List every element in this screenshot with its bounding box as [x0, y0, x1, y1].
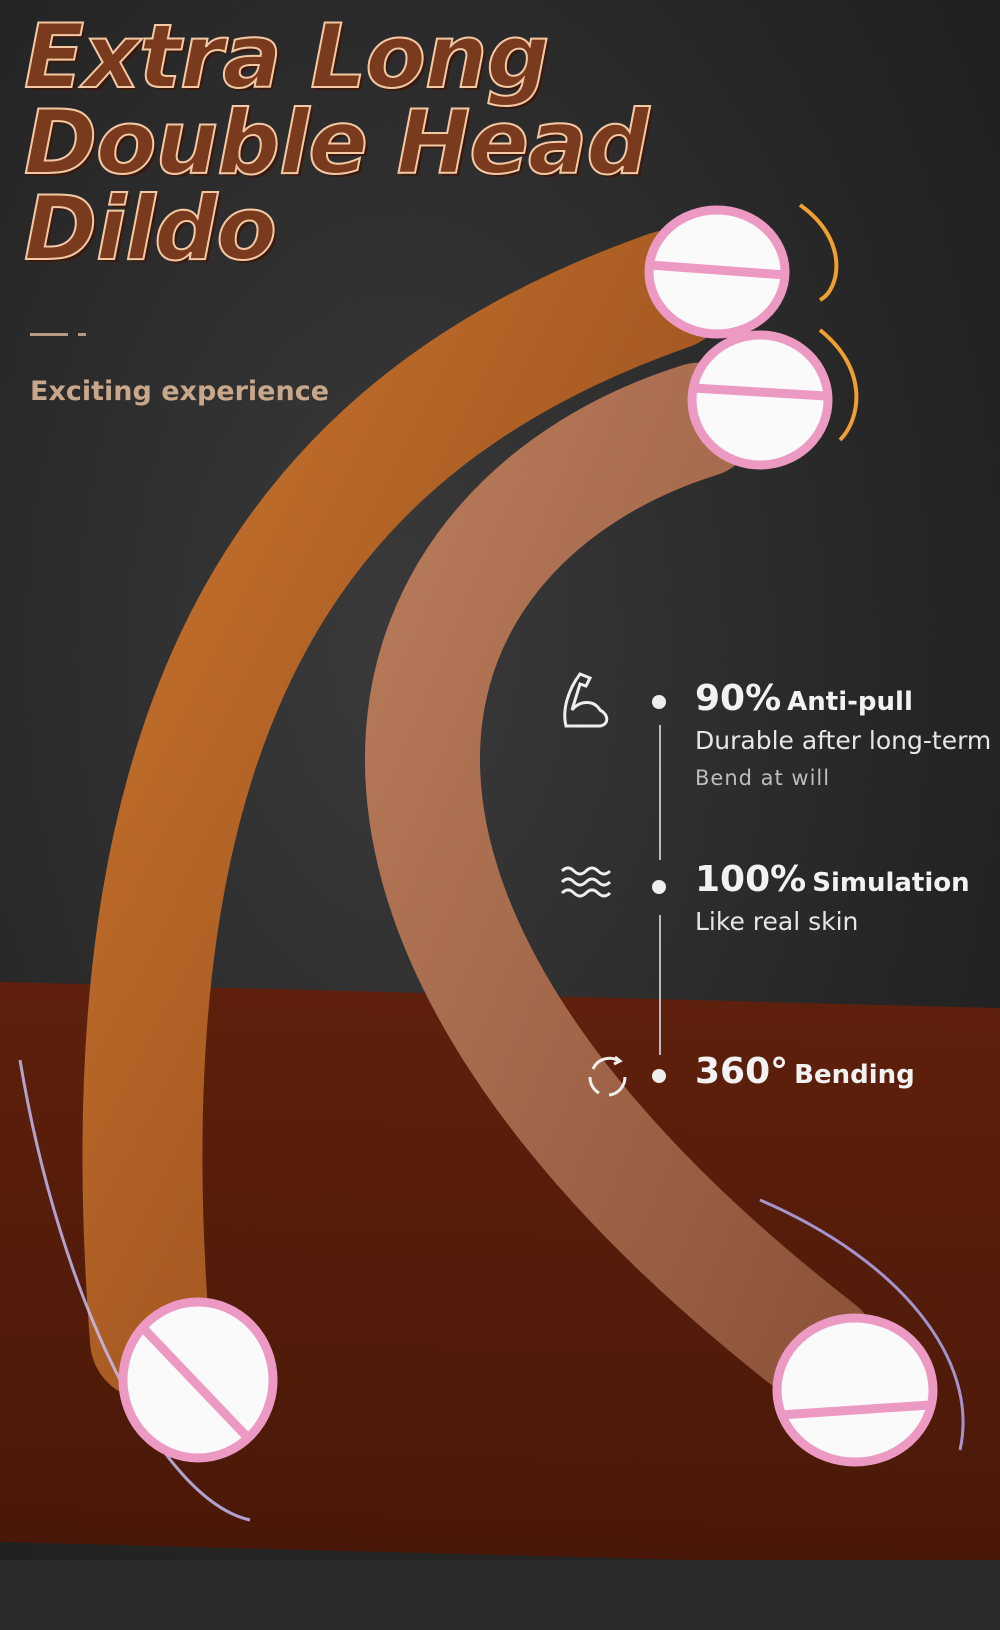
- divider-dot: [78, 333, 86, 336]
- feature-percent: 360°: [695, 1051, 789, 1092]
- flexed-arm-icon: [560, 670, 614, 728]
- product-body-left: [82, 230, 730, 1400]
- title-line-2: Double Head: [23, 91, 650, 194]
- timeline-line: [659, 915, 661, 1055]
- tagline: Exciting experience: [30, 376, 330, 407]
- rotate-arrows-icon: [585, 1053, 639, 1107]
- feature-label: Bending: [794, 1060, 915, 1090]
- bullet-dot: [652, 1069, 666, 1083]
- product-body-right: [365, 362, 878, 1408]
- feature-label: Simulation: [812, 868, 970, 898]
- title-line-3: Dildo: [23, 177, 278, 280]
- light-streak: [18, 1059, 251, 1522]
- censor-ovals: [118, 205, 938, 1467]
- page-title: Extra Long Double Head Dildo: [23, 5, 650, 280]
- light-streak: [798, 203, 839, 302]
- feature-percent: 100%: [695, 859, 807, 900]
- floor: [0, 1560, 1000, 1630]
- bullet-dot: [652, 695, 666, 709]
- feature-desc: Durable after long-term: [695, 726, 992, 755]
- waves-icon: [560, 865, 614, 919]
- timeline-line: [659, 725, 661, 860]
- feature-desc-2: Bend at will: [695, 766, 831, 790]
- bullet-dot: [652, 880, 666, 894]
- feature-desc: Like real skin: [695, 907, 859, 936]
- feature-label: Anti-pull: [787, 687, 913, 717]
- divider: [30, 333, 68, 336]
- title-line-1: Extra Long: [23, 5, 551, 108]
- light-streak: [759, 1198, 965, 1451]
- feature-percent: 90%: [695, 678, 782, 719]
- light-streak: [818, 328, 859, 442]
